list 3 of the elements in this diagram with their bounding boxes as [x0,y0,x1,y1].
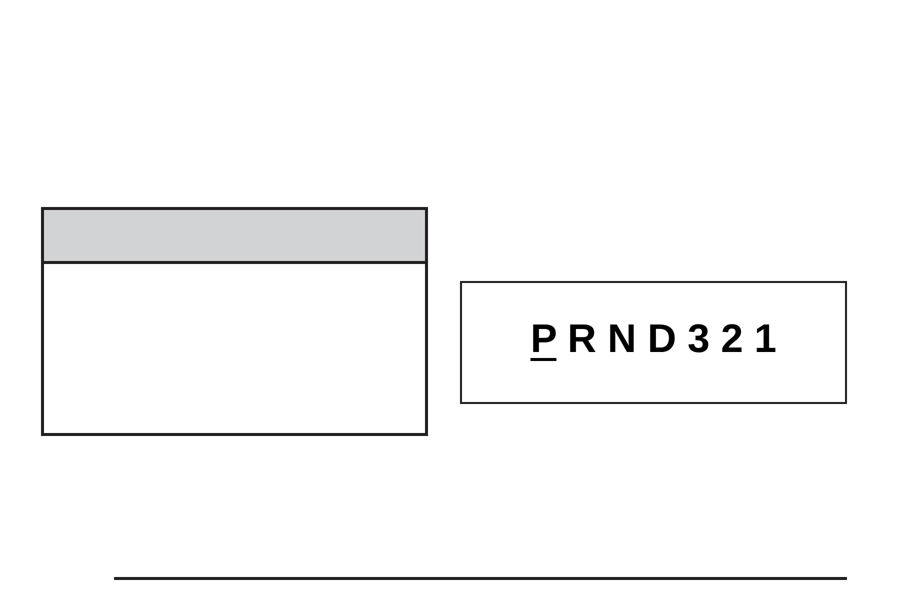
notice-box [41,207,428,436]
gear-positions-text: P R N D 3 2 1 [530,316,777,362]
indicator-box [460,281,847,404]
